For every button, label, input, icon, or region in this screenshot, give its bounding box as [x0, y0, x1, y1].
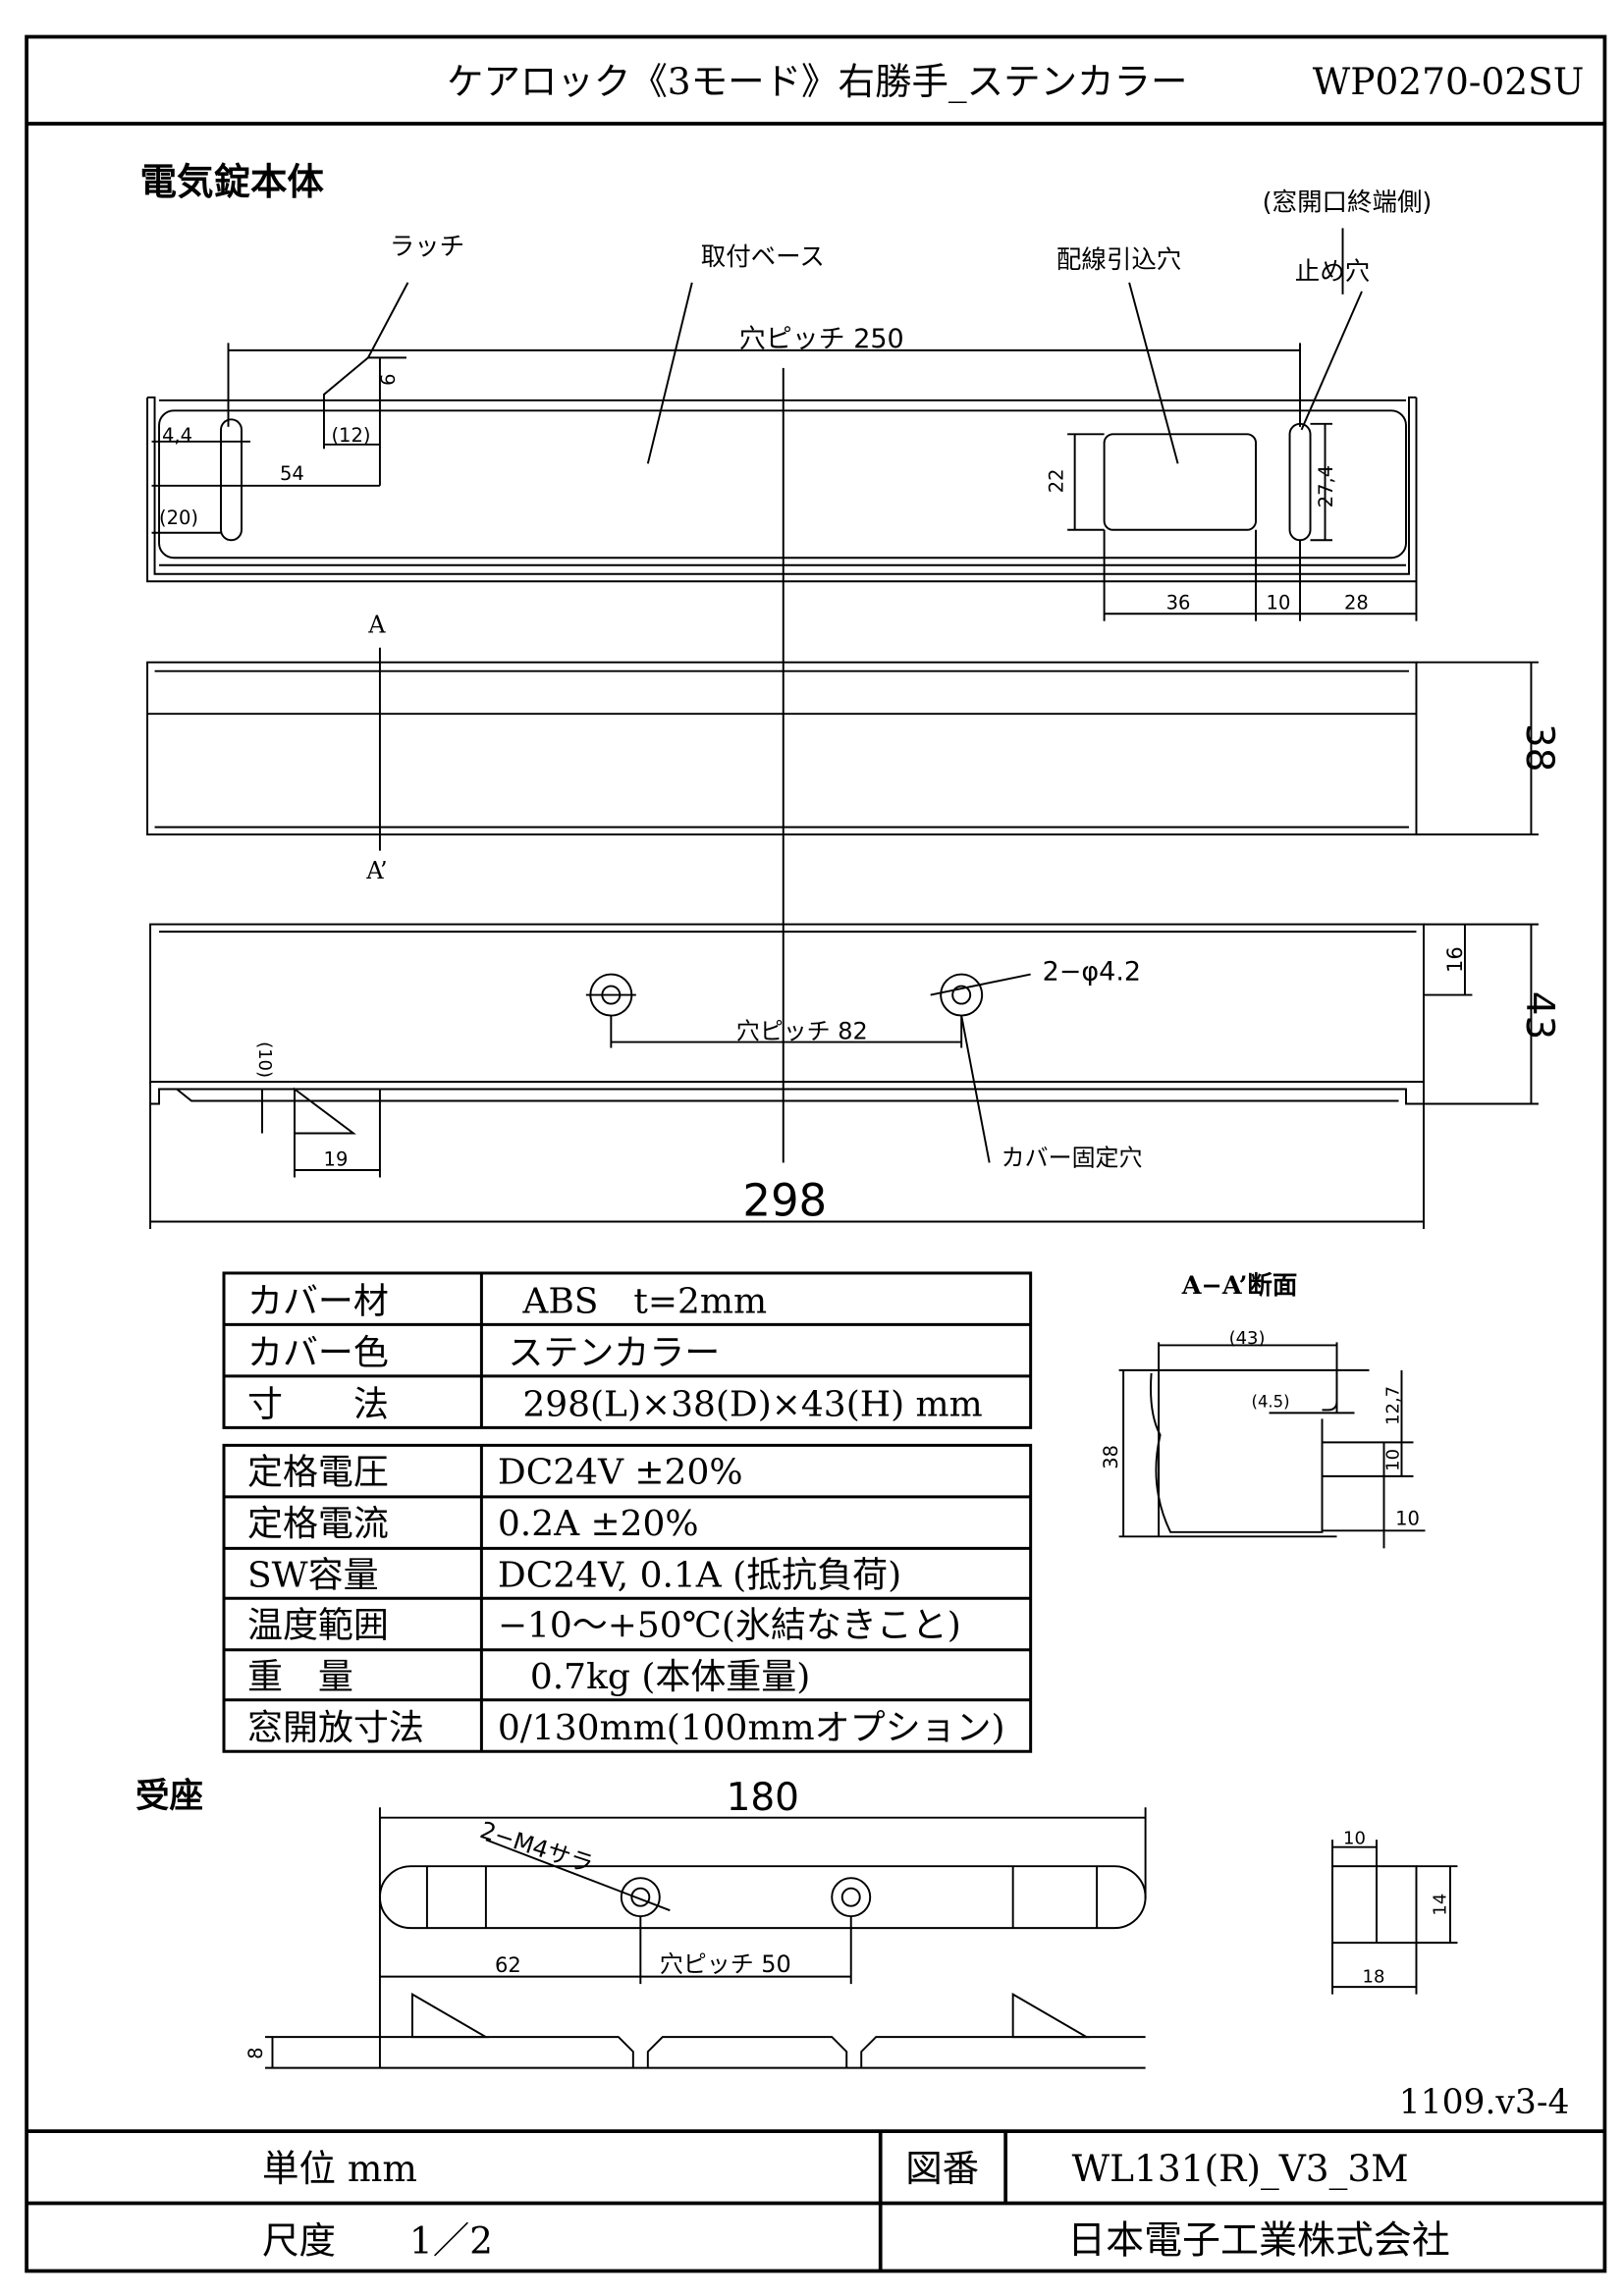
- sec-dim-10-a: 10: [1382, 1449, 1403, 1471]
- dim-43: 43: [1517, 991, 1561, 1041]
- scale-label: 尺度 1／2: [262, 2219, 493, 2263]
- unit-label: 単位 mm: [262, 2147, 417, 2190]
- drawing-title: ケアロック《3モード》右勝手_ステンカラー: [447, 60, 1187, 104]
- base-label: 取付ベース: [701, 242, 825, 272]
- sheet-frame: [25, 34, 1607, 2273]
- spec2-value-2: DC24V, 0.1A (抵抗負荷): [498, 1555, 901, 1595]
- spec1-value-0: ABS t=2mm: [521, 1281, 767, 1321]
- window-end-label: (窓開口終端側): [1263, 187, 1433, 217]
- sec-dim-10-b: 10: [1395, 1507, 1420, 1529]
- section-aa-title: A−A’断面: [1181, 1271, 1298, 1301]
- spec2-value-1: 0.2A ±20%: [498, 1504, 699, 1544]
- spec1-label-2: 寸 法: [247, 1384, 389, 1424]
- sec-dim-4-5: (4.5): [1252, 1392, 1290, 1411]
- stop-hole-label: 止め穴: [1295, 257, 1370, 287]
- wiring-hole-label: 配線引込穴: [1056, 245, 1181, 275]
- spec2-value-3: −10〜+50℃(氷結なきこと): [498, 1605, 961, 1645]
- sec-dim-38: 38: [1100, 1445, 1122, 1469]
- dim-28: 28: [1344, 592, 1369, 614]
- dim-4-4: 4,4: [162, 424, 192, 447]
- recv-dim-18: 18: [1363, 1967, 1385, 1988]
- dim-6: 6: [377, 373, 400, 385]
- dim-12: (12): [331, 424, 370, 447]
- spec2-label-2: SW容量: [247, 1555, 379, 1595]
- section-mark-a-prime: A’: [365, 857, 387, 884]
- model-number: WP0270-02SU: [1313, 60, 1585, 103]
- hole-diameter-label: 2−φ4.2: [1043, 957, 1141, 988]
- spec2-value-5: 0/130mm(100mmオプション): [498, 1708, 1005, 1748]
- title-block: [27, 2129, 1605, 2271]
- dim-20: (20): [159, 507, 198, 529]
- spec1-value-1: ステンカラー: [508, 1333, 720, 1373]
- wiring-hole: [1103, 433, 1258, 531]
- sec-dim-12-7: 12,7: [1382, 1386, 1403, 1425]
- dim-22: 22: [1046, 468, 1068, 493]
- recv-dim-180: 180: [727, 1776, 799, 1820]
- recv-dim-8: 8: [244, 2047, 267, 2058]
- dim-10: 10: [1267, 592, 1291, 614]
- pitch-250-label: 穴ピッチ 250: [739, 324, 904, 354]
- dim-27-4: 27,4: [1315, 465, 1337, 507]
- dim-19: 19: [324, 1148, 349, 1170]
- dim-38: 38: [1517, 723, 1561, 773]
- receiver-heading: 受座: [135, 1777, 203, 1816]
- spec-table-2: [222, 1443, 1033, 1753]
- spec1-label-1: カバー色: [247, 1333, 389, 1373]
- section-heading-main: 電気錠本体: [140, 160, 325, 203]
- sec-dim-43: (43): [1229, 1328, 1266, 1349]
- recv-screw-label: 2−M4サラ: [477, 1816, 597, 1878]
- spec2-label-5: 窓開放寸法: [247, 1708, 424, 1748]
- company-name: 日本電子工業株式会社: [1067, 2219, 1450, 2264]
- spec2-label-0: 定格電圧: [247, 1452, 389, 1492]
- spec1-label-0: カバー材: [247, 1281, 389, 1321]
- recv-pitch-50: 穴ピッチ 50: [660, 1950, 791, 1978]
- receiver-side-view: [1331, 1840, 1458, 1995]
- drawing-no: WL131(R)_V3_3M: [1072, 2147, 1409, 2191]
- dim-16: 16: [1443, 946, 1467, 973]
- pitch-82-label: 穴ピッチ 82: [736, 1018, 868, 1045]
- stop-hole: [1288, 422, 1312, 542]
- spec2-value-4: 0.7kg (本体重量): [530, 1657, 810, 1697]
- spec2-label-4: 重 量: [247, 1657, 353, 1697]
- section-mark-a: A: [367, 612, 386, 639]
- cover-hole-label: カバー固定穴: [1001, 1144, 1143, 1171]
- front-view: [149, 923, 1539, 1229]
- latch-label: ラッチ: [390, 232, 464, 261]
- spec1-value-2: 298(L)×38(D)×43(H) mm: [522, 1384, 982, 1424]
- side-view: [146, 647, 1539, 851]
- spec-table-1: [222, 1271, 1033, 1429]
- revision-label: 1109.v3-4: [1399, 2083, 1570, 2122]
- dim-36: 36: [1166, 592, 1191, 614]
- drawing-no-label: 図番: [905, 2147, 979, 2190]
- spec2-label-1: 定格電流: [247, 1504, 389, 1544]
- section-aa-view: [1118, 1342, 1426, 1549]
- recv-dim-62: 62: [495, 1953, 521, 1977]
- dim-298: 298: [742, 1174, 827, 1226]
- dim-54: 54: [280, 462, 304, 485]
- spec2-value-0: DC24V ±20%: [498, 1452, 743, 1492]
- mount-slot-left: [220, 418, 243, 542]
- recv-dim-14: 14: [1430, 1894, 1450, 1916]
- dim-10-paren: (10): [254, 1041, 275, 1078]
- top-view: [146, 228, 1418, 1163]
- receiver-view: [264, 1807, 1147, 2069]
- recv-dim-10: 10: [1343, 1829, 1366, 1849]
- spec2-label-3: 温度範囲: [247, 1605, 389, 1645]
